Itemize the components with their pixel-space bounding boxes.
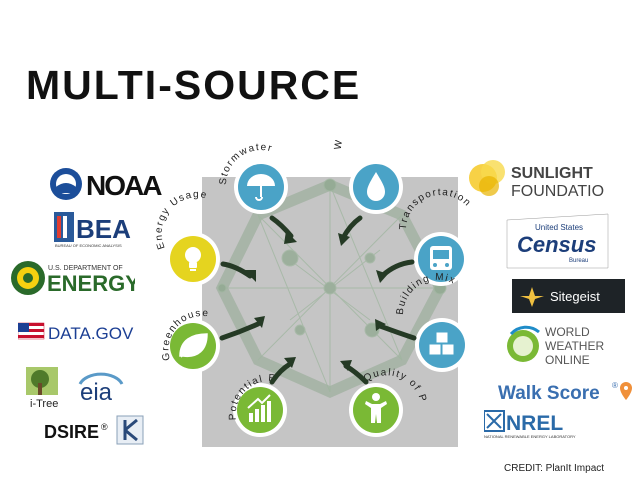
arrow-building-mix	[377, 323, 417, 341]
bea-logo: BEA BUREAU OF ECONOMIC ANALYSIS	[54, 212, 131, 248]
doe-logo: U.S. DEPARTMENT OF ENERGY	[11, 261, 135, 296]
arrow-potential-roi	[269, 361, 293, 385]
arrow-quality-of-place	[343, 363, 369, 385]
compass-icon	[520, 287, 544, 307]
node-stormwater: Stormwater	[218, 142, 288, 214]
bus-icon	[430, 246, 452, 270]
svg-text:NOAA: NOAA	[86, 170, 162, 201]
lightbulb-icon	[185, 247, 201, 271]
node-label-transportation: Transportation	[398, 187, 473, 230]
svg-text:Walk Score: Walk Score	[498, 383, 600, 404]
svg-text:Bureau: Bureau	[569, 258, 588, 264]
node-label-building-mix: Building Mix	[395, 272, 458, 316]
node-building-mix: Building Mix	[395, 272, 469, 372]
node-energy-usage: Energy Usage	[154, 189, 220, 286]
svg-text:WEATHER: WEATHER	[545, 339, 604, 353]
dsire-logo: DSIRE ®	[44, 422, 108, 442]
arrow-heads	[244, 231, 388, 371]
arrow-water-usage	[340, 215, 363, 241]
svg-text:Sitegeist: Sitegeist	[550, 289, 600, 304]
slide-title: MULTI-SOURCE	[26, 62, 362, 108]
hub-arrows	[219, 215, 417, 385]
svg-text:FOUNDATION: FOUNDATION	[511, 183, 605, 200]
sitegeist-logo: Sitegeist	[512, 279, 625, 313]
water-drop-icon	[367, 172, 385, 201]
svg-text:BUREAU OF ECONOMIC ANALYSIS: BUREAU OF ECONOMIC ANALYSIS	[55, 243, 122, 248]
arrow-stormwater	[269, 215, 294, 239]
svg-text:ONLINE: ONLINE	[545, 353, 590, 367]
credit-text: CREDIT: PlanIt Impact	[504, 463, 605, 474]
svg-text:NREL: NREL	[506, 412, 563, 435]
svg-text:U.S. DEPARTMENT OF: U.S. DEPARTMENT OF	[48, 265, 123, 272]
nrel-logo: NREL NATIONAL RENEWABLE ENERGY LABORATOR…	[484, 410, 576, 439]
node-transportation: Transportation	[398, 187, 473, 286]
hub-nodes: Stormwater Water Usage Transportation Bu…	[150, 140, 473, 437]
svg-text:ENERGY: ENERGY	[47, 271, 135, 296]
svg-text:i-Tree: i-Tree	[30, 398, 58, 410]
noaa-logo: NOAA	[50, 168, 164, 201]
arrow-greenhouse-gas	[219, 321, 261, 341]
eia-logo: eia	[78, 372, 124, 404]
umbrella-icon	[247, 174, 275, 201]
itree-logo: i-Tree	[26, 367, 58, 410]
svg-text:WORLD: WORLD	[545, 325, 590, 339]
sunlight-foundation-logo: SUNLIGHT FOUNDATION	[469, 160, 605, 200]
arrow-energy-usage	[220, 261, 253, 279]
census-logo: United States Census Bureau	[506, 213, 609, 269]
datagov-logo: DATA.GOV	[18, 322, 134, 343]
person-icon	[365, 393, 387, 423]
svg-text:Census: Census	[517, 232, 596, 257]
svg-text:DSIRE: DSIRE	[44, 422, 99, 442]
svg-text:eia: eia	[80, 379, 113, 404]
k-logo	[116, 415, 144, 445]
cubes-icon	[428, 331, 455, 356]
node-label-water-usage: Water Usage	[333, 140, 399, 150]
svg-text:SUNLIGHT: SUNLIGHT	[511, 165, 593, 182]
svg-text:®: ®	[612, 381, 618, 390]
svg-text:United States: United States	[535, 223, 583, 232]
walk-score-logo: Walk Score ®	[498, 381, 632, 404]
map-pin-icon	[620, 382, 632, 400]
svg-text:®: ®	[101, 422, 108, 432]
svg-text:BEA: BEA	[76, 214, 131, 244]
node-water-usage: Water Usage	[333, 140, 403, 214]
svg-text:NATIONAL RENEWABLE ENERGY LABO: NATIONAL RENEWABLE ENERGY LABORATORY	[484, 434, 576, 439]
chart-growth-icon	[247, 394, 271, 422]
leaf-icon	[179, 333, 208, 358]
svg-text:DATA.GOV: DATA.GOV	[48, 324, 134, 343]
world-weather-online-logo: WORLD WEATHER ONLINE	[507, 325, 604, 367]
